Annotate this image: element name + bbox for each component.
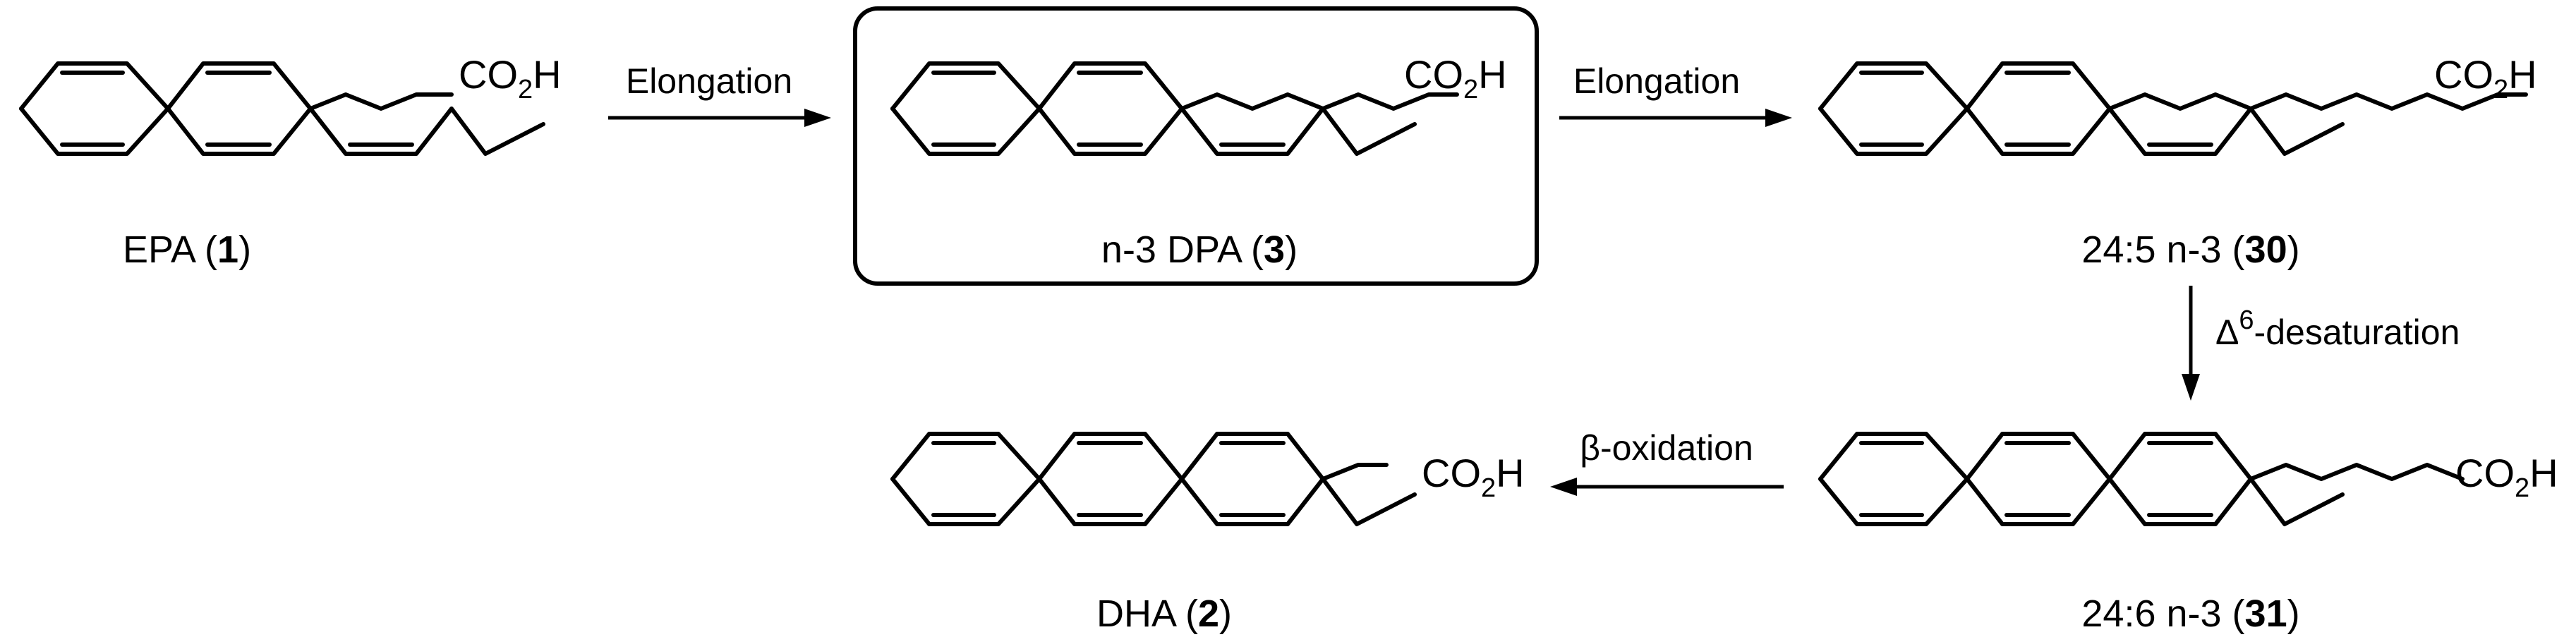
beta-oxidation-arrow <box>1550 478 1784 496</box>
c24-6-structure <box>1820 432 2465 524</box>
dpa-highlight-box <box>853 6 1539 286</box>
dha-structure <box>893 432 1415 524</box>
c24-5-acid-group: CO2H <box>2434 52 2537 104</box>
dpa-label: n-3 DPA (3) <box>1101 229 1298 271</box>
desaturation-arrow <box>2182 286 2200 401</box>
c24-5-structure <box>1820 63 2528 154</box>
desaturation-label: Δ6-desaturation <box>2215 305 2460 352</box>
epa-acid-group: CO2H <box>459 52 562 104</box>
dha-acid-group: CO2H <box>1422 451 1525 503</box>
c24-5-label: 24:5 n-3 (30) <box>2081 229 2299 271</box>
dpa-structure <box>893 63 1459 154</box>
elongation-label-1: Elongation <box>626 61 792 101</box>
c24-6-label: 24:6 n-3 (31) <box>2081 593 2299 635</box>
beta-oxidation-label: β-oxidation <box>1580 428 1753 468</box>
dha-label: DHA (2) <box>1096 593 1232 635</box>
c24-6-acid-group: CO2H <box>2455 451 2558 503</box>
elongation-arrow-1 <box>608 109 831 127</box>
elongation-arrow-2 <box>1559 109 1792 127</box>
elongation-label-2: Elongation <box>1573 61 1740 101</box>
dpa-acid-group: CO2H <box>1404 52 1507 104</box>
epa-structure <box>21 63 543 154</box>
epa-label: EPA (1) <box>123 229 251 271</box>
